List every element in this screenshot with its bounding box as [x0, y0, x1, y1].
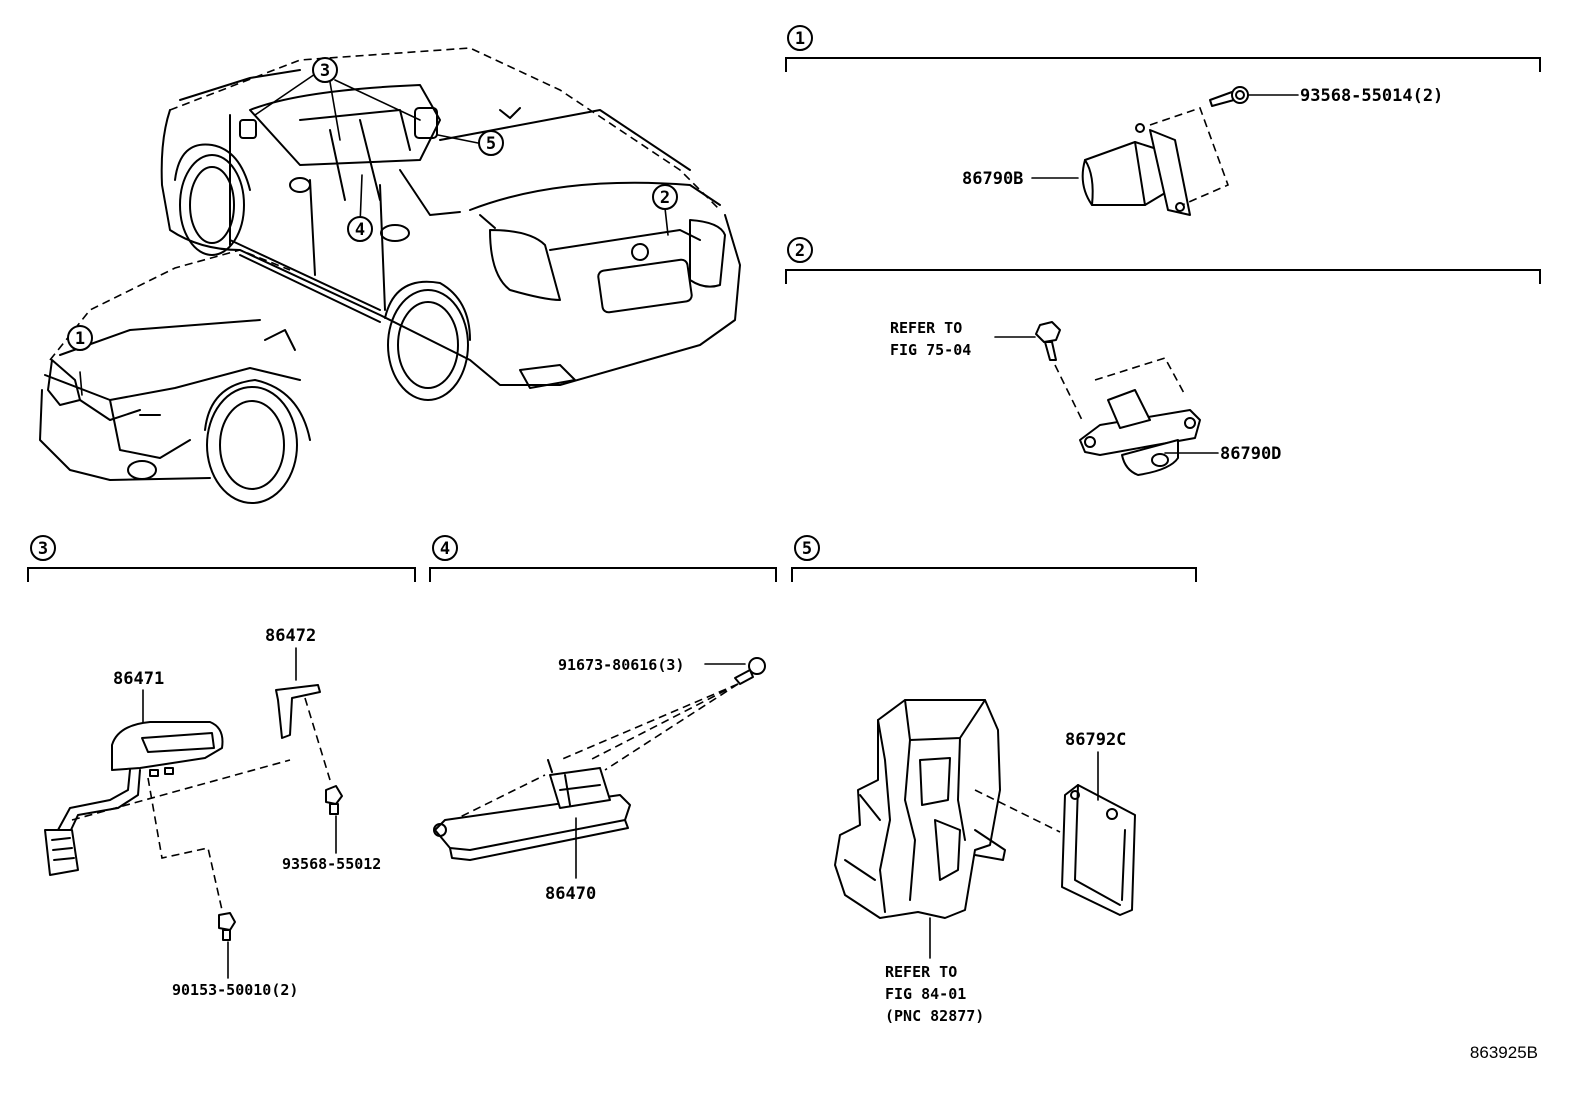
- svg-text:5: 5: [486, 134, 496, 154]
- rear-camera-86790d: [1079, 357, 1201, 476]
- screw-93568-55012: [325, 785, 343, 815]
- vehicle-callout-4: 4: [347, 216, 373, 242]
- ecu-bracket-refer-fig-84-01: [834, 699, 1006, 919]
- display-86471: [44, 721, 224, 876]
- svg-text:3: 3: [38, 539, 48, 559]
- vehicle-callout-3: 3: [312, 57, 338, 83]
- svg-text:4: 4: [355, 220, 365, 240]
- vehicle-front-illustration: [39, 249, 311, 504]
- svg-text:2: 2: [795, 241, 805, 261]
- section-5-header: 5: [791, 535, 1197, 582]
- bolt-93568-55014: [1209, 86, 1249, 107]
- ecu-86792c: [1061, 784, 1136, 916]
- bolt-91673-80616: [734, 657, 766, 685]
- svg-text:4: 4: [440, 539, 450, 559]
- svg-text:5: 5: [802, 539, 812, 559]
- vehicle-callout-1: 1: [67, 325, 93, 351]
- label-86792c: 86792C: [1065, 730, 1126, 750]
- bolt-refer-fig-75-04: [1035, 321, 1061, 361]
- svg-text:1: 1: [795, 29, 805, 49]
- refer-84-line1: REFER TO: [885, 963, 957, 981]
- vehicle-callout-5: 5: [478, 130, 504, 156]
- label-86790b: 86790B: [962, 169, 1023, 189]
- section-3-header: 3: [27, 535, 416, 582]
- section-4-header: 4: [429, 535, 777, 582]
- label-93568-55014: 93568-55014(2): [1300, 86, 1443, 106]
- svg-text:3: 3: [320, 61, 330, 81]
- refer-84-line2: FIG 84-01: [885, 985, 966, 1003]
- vehicle-rear-illustration: [160, 47, 741, 401]
- vehicle-callout-2: 2: [652, 184, 678, 210]
- label-86470: 86470: [545, 884, 596, 904]
- label-86472: 86472: [265, 626, 316, 646]
- svg-text:1: 1: [75, 329, 85, 349]
- label-93568-55012: 93568-55012: [282, 855, 381, 873]
- section-1-header: 1: [785, 25, 1541, 72]
- screw-90153-50010: [218, 912, 236, 941]
- front-camera-86790b: [1081, 106, 1230, 216]
- label-91673-80616: 91673-80616(3): [558, 656, 684, 674]
- bracket-86472: [275, 684, 321, 739]
- label-86790d: 86790D: [1220, 444, 1281, 464]
- label-90153-50010: 90153-50010(2): [172, 981, 298, 999]
- refer-75-line1: REFER TO: [890, 319, 962, 337]
- illustration-code: 863925B: [1470, 1043, 1538, 1062]
- switch-86470: [433, 759, 631, 861]
- refer-75-line2: FIG 75-04: [890, 341, 971, 359]
- section-2-header: 2: [785, 237, 1541, 284]
- svg-text:2: 2: [660, 188, 670, 208]
- refer-84-line3: (PNC 82877): [885, 1007, 984, 1025]
- label-86471: 86471: [113, 669, 164, 689]
